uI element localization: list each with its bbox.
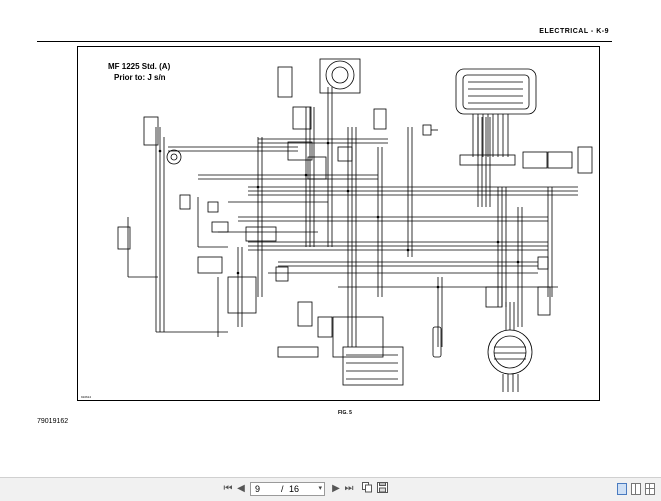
chevron-down-icon[interactable]: ▾ [318, 485, 322, 492]
wiring-diagram: MF 1225 Std. (A) Prior to: J s/n [77, 46, 600, 401]
diagram-title: MF 1225 Std. (A) [108, 62, 171, 71]
copy-icon-glyph [361, 482, 372, 493]
grid-divider-v [649, 484, 650, 494]
header-rule [37, 41, 612, 42]
two-page-divider [635, 484, 636, 494]
page-current: 9 [255, 484, 261, 494]
page-total: 16 [289, 484, 300, 494]
prev-page-icon[interactable]: ◀ [237, 483, 245, 494]
wiring-diagram-drawing [117, 58, 593, 392]
copy-icon[interactable] [361, 482, 373, 496]
single-page-view-icon[interactable] [617, 483, 627, 495]
page-header: ELECTRICAL - K-9 [539, 28, 609, 35]
pdf-toolbar: ⏮ ◀ 9 / 16 ▾ ▶ ⏭ [0, 477, 661, 501]
grid-view-icon[interactable] [645, 483, 655, 495]
document-number: 79019162 [37, 418, 69, 425]
save-icon-glyph [376, 482, 388, 493]
diagram-subtitle: Prior to: J s/n [114, 73, 166, 82]
two-page-view-icon[interactable] [631, 483, 641, 495]
last-page-icon[interactable]: ⏭ [344, 483, 354, 494]
page-separator: / [281, 484, 284, 494]
page-number-field[interactable]: 9 / 16 ▾ [250, 482, 325, 496]
first-page-icon[interactable]: ⏮ [223, 483, 233, 494]
grid-divider-h [646, 488, 654, 489]
next-page-icon[interactable]: ▶ [332, 483, 340, 494]
drawing-stamp: 910614 [81, 395, 92, 399]
save-icon[interactable] [376, 482, 388, 496]
figure-label: FIG. 5 [338, 410, 352, 416]
document-page: ELECTRICAL - K-9 [37, 28, 612, 425]
